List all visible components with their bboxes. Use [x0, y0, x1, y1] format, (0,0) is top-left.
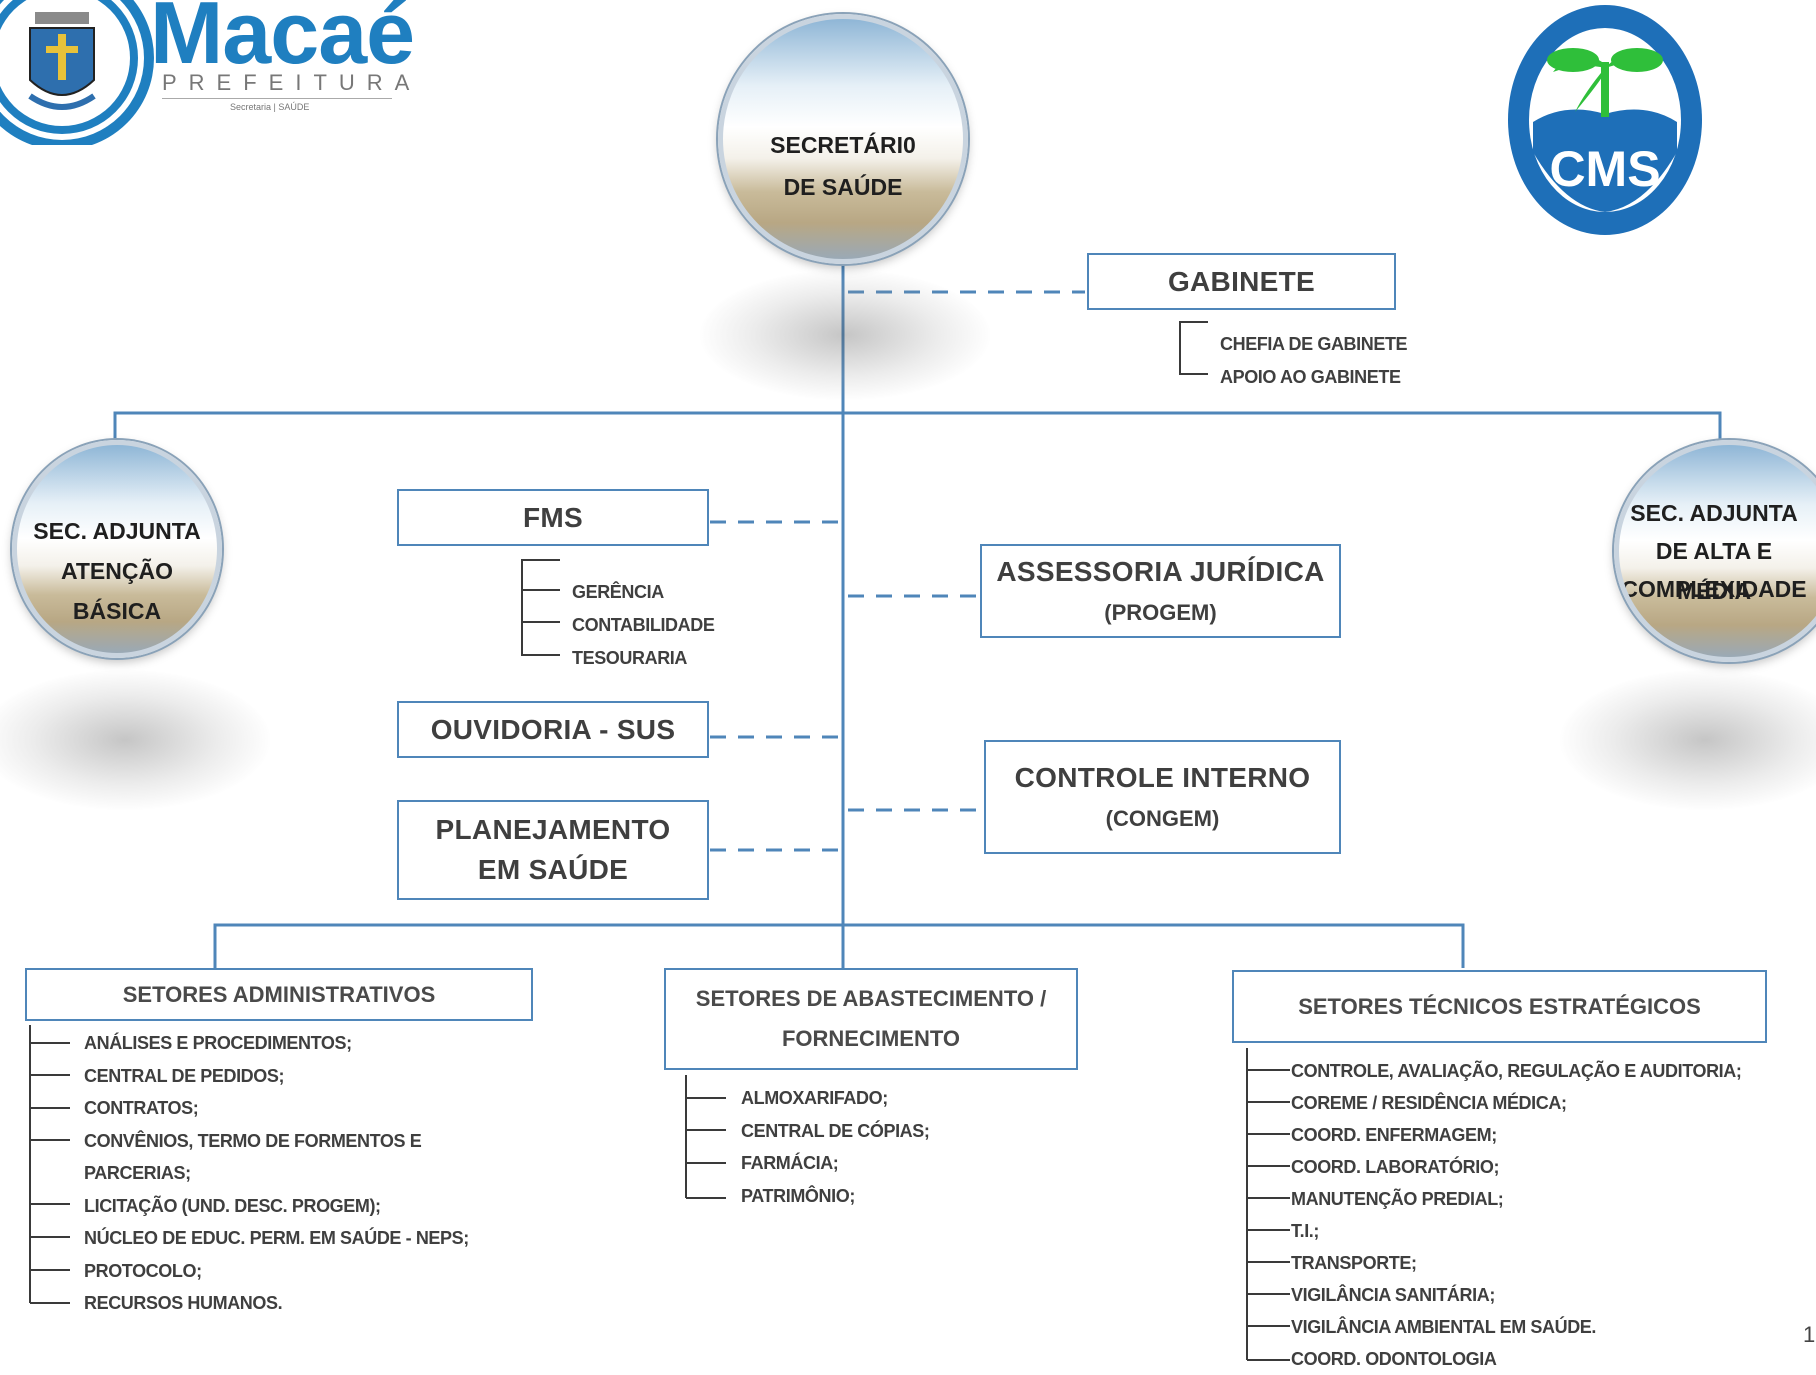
controle-box: CONTROLE INTERNO (CONGEM) [984, 740, 1341, 854]
list-item: CENTRAL DE PEDIDOS; [84, 1065, 285, 1086]
list-item: COORD. ODONTOLOGIA [1291, 1349, 1497, 1369]
administrativos-box: SETORES ADMINISTRATIVOS [25, 968, 533, 1021]
ouvidoria-title: OUVIDORIA - SUS [430, 713, 676, 745]
list-item: NÚCLEO DE EDUC. PERM. EM SAÚDE - NEPS; [84, 1228, 469, 1248]
tecnicos-box: SETORES TÉCNICOS ESTRATÉGICOS [1232, 970, 1767, 1043]
assessoria-sub: (PROGEM) [1104, 600, 1217, 625]
list-item: PROTOCOLO; [84, 1260, 202, 1281]
fms-title: FMS [522, 501, 583, 533]
adjunct-left-line1: SEC. ADJUNTA [33, 518, 201, 544]
controle-sub: (CONGEM) [1105, 806, 1220, 831]
list-item: ALMOXARIFADO; [741, 1088, 888, 1108]
gabinete-box: GABINETE [1087, 253, 1396, 310]
list-item: ANÁLISES E PROCEDIMENTOS; [84, 1033, 352, 1053]
tecnicos-title: SETORES TÉCNICOS ESTRATÉGICOS [1298, 993, 1701, 1019]
list-item: MANUTENÇÃO PREDIAL; [1291, 1189, 1504, 1209]
list-item: COORD. ENFERMAGEM; [1291, 1125, 1497, 1145]
adjunct-right-shadow [1560, 670, 1816, 810]
assessoria-box: ASSESSORIA JURÍDICA (PROGEM) [980, 544, 1341, 638]
list-item: CONTABILIDADE [572, 615, 715, 635]
list-item: PATRIMÔNIO; [741, 1185, 855, 1206]
gabinete-items: CHEFIA DE GABINETE APOIO AO GABINETE [1220, 328, 1408, 394]
list-item: GERÊNCIA [572, 582, 664, 602]
secretary-shadow [700, 270, 990, 400]
abastecimento-items: ALMOXARIFADO; CENTRAL DE CÓPIAS; FARMÁCI… [741, 1082, 930, 1212]
adjunct-right-node: SEC. ADJUNTA DE ALTA E MÉDIA COMPLEXIDAD… [1614, 440, 1816, 662]
sector-bus [213, 923, 1465, 968]
list-item: CONTROLE, AVALIAÇÃO, REGULAÇÃO E AUDITOR… [1291, 1061, 1742, 1081]
abastecimento-box: SETORES DE ABASTECIMENTO / FORNECIMENTO [664, 968, 1078, 1070]
list-item: FARMÁCIA; [741, 1153, 839, 1173]
list-item: T.I.; [1291, 1221, 1319, 1241]
secretary-line2: DE SAÚDE [783, 174, 903, 200]
logo-tagline: Secretaria | SAÚDE [230, 102, 310, 112]
page-number: 1 [1803, 1322, 1816, 1347]
planejamento-line2: EM SAÚDE [477, 854, 629, 885]
cms-initials: CMS [1549, 141, 1661, 197]
abastecimento-line1: SETORES DE ABASTECIMENTO / [695, 986, 1047, 1011]
list-item: VIGILÂNCIA AMBIENTAL EM SAÚDE. [1291, 1317, 1597, 1337]
list-item: CHEFIA DE GABINETE [1220, 334, 1408, 354]
cms-seal-icon [1508, 5, 1702, 235]
list-item: RECURSOS HUMANOS. [84, 1293, 283, 1313]
cms-seal: CMS [1505, 2, 1705, 240]
secretary-node: SECRETÁRI0 DE SAÚDE [718, 14, 968, 264]
list-item: PARCERIAS; [84, 1163, 191, 1183]
list-item: COREME / RESIDÊNCIA MÉDICA; [1291, 1093, 1567, 1113]
list-item: TESOURARIA [572, 648, 688, 668]
coat-of-arms-icon [0, 0, 154, 145]
list-item: VIGILÂNCIA SANITÁRIA; [1291, 1285, 1495, 1305]
logo-divider [162, 98, 392, 99]
macae-logo: Macaé PREFEITURA Secretaria | SAÚDE [0, 0, 415, 145]
abastecimento-line2: FORNECIMENTO [781, 1026, 961, 1051]
logo-subtitle: PREFEITURA [162, 70, 422, 95]
adjunct-left-shadow [0, 670, 270, 810]
list-item: APOIO AO GABINETE [1220, 367, 1401, 387]
adjunct-left-line2: ATENÇÃO BÁSICA [60, 558, 173, 624]
list-item: TRANSPORTE; [1291, 1253, 1417, 1273]
planejamento-box: PLANEJAMENTO EM SAÚDE [397, 800, 709, 900]
list-item: CONTRATOS; [84, 1098, 199, 1118]
adjunct-right-line1: SEC. ADJUNTA [1630, 500, 1798, 526]
adjunct-right-line2: DE ALTA E MÉDIA [1655, 538, 1773, 604]
list-item: CENTRAL DE CÓPIAS; [741, 1120, 930, 1141]
list-item: LICITAÇÃO (UND. DESC. PROGEM); [84, 1195, 381, 1216]
fms-box: FMS [397, 489, 709, 546]
logo-brand: Macaé [150, 0, 415, 82]
list-item: COORD. LABORATÓRIO; [1291, 1157, 1500, 1177]
ouvidoria-box: OUVIDORIA - SUS [397, 701, 709, 758]
assessoria-title: ASSESSORIA JURÍDICA [996, 556, 1325, 587]
fms-items: GERÊNCIA CONTABILIDADE TESOURARIA [572, 576, 715, 675]
administrativos-items: ANÁLISES E PROCEDIMENTOS; CENTRAL DE PED… [84, 1027, 469, 1320]
adjunct-left-node: SEC. ADJUNTA ATENÇÃO BÁSICA [12, 440, 222, 658]
adjunct-right-line3: COMPLEXIDADE [1621, 576, 1807, 602]
secretary-line1: SECRETÁRI0 [770, 132, 916, 158]
tecnicos-items: CONTROLE, AVALIAÇÃO, REGULAÇÃO E AUDITOR… [1291, 1055, 1742, 1375]
adjunct-bus [113, 411, 1722, 440]
administrativos-title: SETORES ADMINISTRATIVOS [122, 981, 436, 1007]
list-item: CONVÊNIOS, TERMO DE FORMENTOS E [84, 1130, 422, 1151]
planejamento-line1: PLANEJAMENTO [435, 814, 671, 845]
gabinete-title: GABINETE [1167, 265, 1316, 297]
controle-title: CONTROLE INTERNO [1014, 762, 1311, 793]
